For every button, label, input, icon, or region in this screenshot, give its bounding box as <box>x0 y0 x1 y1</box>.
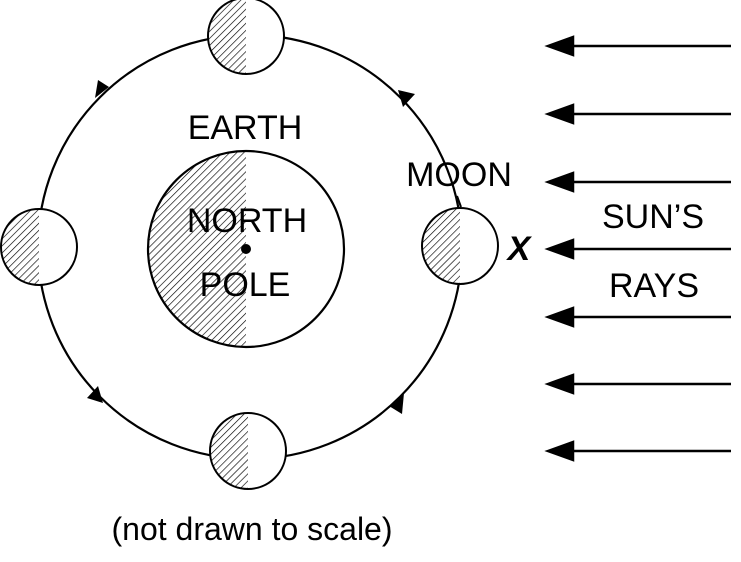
north-pole-dot <box>241 244 251 254</box>
sun-ray-arrow <box>548 442 731 460</box>
sun-ray-arrow <box>548 240 731 258</box>
moon-label: MOON <box>406 156 512 194</box>
rays-label: RAYS <box>609 267 699 305</box>
earth-label: EARTH <box>188 109 303 147</box>
orbit-arrow-bottom-right <box>389 393 404 414</box>
sun-ray-arrow <box>548 105 731 123</box>
suns-label: SUN’S <box>602 198 704 236</box>
suns-rays <box>548 37 731 460</box>
north-label: NORTH <box>187 202 307 240</box>
position-x-label: X <box>506 230 533 268</box>
scale-note: (not drawn to scale) <box>111 511 392 547</box>
sun-ray-arrow <box>548 375 731 393</box>
moon-left <box>1 209 77 285</box>
sun-ray-arrow <box>548 173 731 191</box>
sun-ray-arrow <box>548 37 731 55</box>
pole-label: POLE <box>200 266 291 304</box>
moon-position-x <box>422 208 498 284</box>
sun-ray-arrow <box>548 308 731 326</box>
moon-top <box>208 0 284 74</box>
orbit-arrow-bottom-left <box>87 386 103 403</box>
moon-bottom <box>210 413 286 489</box>
earth <box>146 149 344 349</box>
